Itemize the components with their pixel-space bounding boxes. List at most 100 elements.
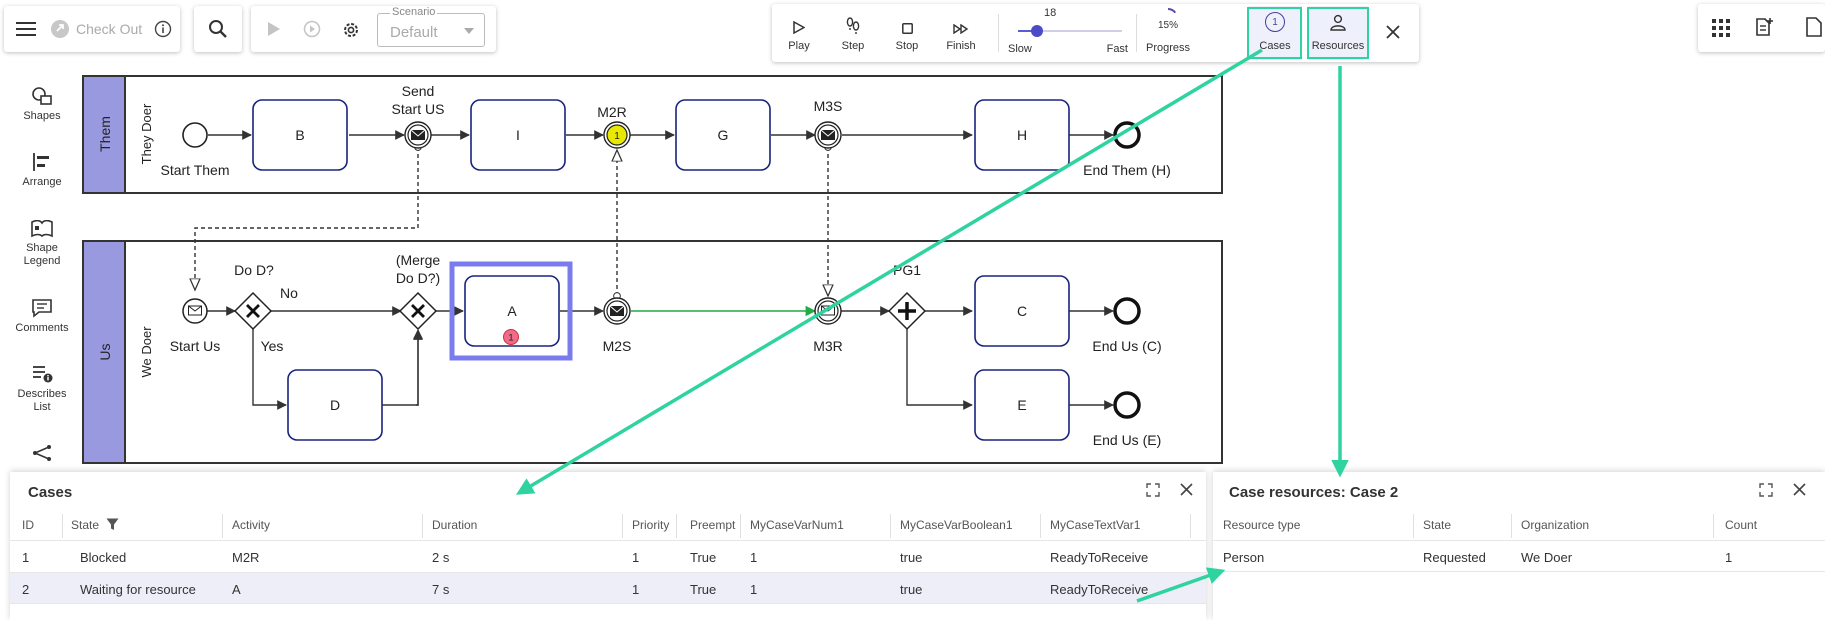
cases-label: Cases: [1259, 40, 1291, 52]
resource-row[interactable]: Person Requested We Doer 1: [1213, 540, 1825, 572]
play-icon: [793, 21, 805, 34]
resources-maximize-button[interactable]: [1759, 483, 1773, 500]
resources-col-count[interactable]: Count: [1725, 518, 1758, 532]
resource-count: 1: [1725, 550, 1733, 565]
case-textvar1: ReadyToReceive: [1050, 550, 1149, 565]
toolbar-divider: [1136, 14, 1137, 52]
sidebar-arrange[interactable]: Arrange: [0, 152, 84, 189]
cases-maximize-button[interactable]: [1146, 483, 1160, 500]
case-textvar1: ReadyToReceive: [1050, 582, 1149, 597]
apps-button[interactable]: [1712, 19, 1730, 40]
speed-slider-thumb[interactable]: [1030, 25, 1043, 37]
case-row-selected[interactable]: 2 Waiting for resource A 7 s 1 True 1 tr…: [10, 572, 1206, 604]
hamburger-icon: [16, 22, 36, 36]
case-row[interactable]: 1 Blocked M2R 2 s 1 True 1 true ReadyToR…: [10, 540, 1206, 572]
cases-col-preempt[interactable]: Preempt: [690, 518, 736, 532]
task-a-badge: 1: [508, 333, 513, 344]
close-playback-button[interactable]: [1386, 25, 1400, 42]
resources-col-organization[interactable]: Organization: [1521, 518, 1590, 532]
close-icon: [1180, 483, 1193, 496]
task-c[interactable]: C: [974, 275, 1070, 347]
info-button[interactable]: [154, 20, 172, 41]
checkout-label: Check Out: [76, 21, 143, 37]
start-event-us[interactable]: Start Us: [170, 298, 221, 354]
task-b[interactable]: B: [252, 99, 348, 171]
column-divider: [740, 514, 741, 538]
cases-col-state[interactable]: State: [71, 518, 100, 532]
case-preempt: True: [690, 550, 717, 565]
scenario-legend: Scenario: [390, 6, 438, 18]
sidebar-arrange-label: Arrange: [22, 176, 62, 188]
gateway-do-d[interactable]: Do D? No Yes: [233, 262, 298, 354]
search-button[interactable]: [208, 19, 228, 42]
gateway-merge[interactable]: (Merge Do D?): [396, 252, 441, 331]
scenario-select[interactable]: Scenario Default: [377, 6, 485, 47]
add-note-button[interactable]: [1754, 17, 1774, 40]
play-icon: [268, 22, 280, 36]
cases-col-id[interactable]: ID: [22, 518, 34, 532]
cases-close-button[interactable]: [1180, 483, 1193, 499]
start-us-label: Start Us: [170, 338, 221, 354]
cases-panel-title: Cases: [28, 484, 73, 501]
task-i[interactable]: I: [470, 99, 566, 171]
column-divider: [1511, 514, 1512, 538]
resources-close-button[interactable]: [1793, 483, 1806, 499]
end-us-e-label: End Us (E): [1093, 432, 1161, 448]
resources-col-state[interactable]: State: [1423, 518, 1452, 532]
m2r-label: M2R: [597, 104, 627, 120]
sidebar-shapes[interactable]: Shapes: [0, 86, 84, 123]
column-divider: [1190, 514, 1191, 538]
column-divider: [1040, 514, 1041, 538]
cases-col-duration[interactable]: Duration: [432, 518, 478, 532]
sidebar-comments[interactable]: Comments: [0, 298, 84, 335]
simulation-toolbar: Scenario Default: [251, 6, 496, 52]
task-g[interactable]: G: [675, 99, 771, 171]
task-h[interactable]: H: [974, 99, 1070, 171]
case-activity: M2R: [232, 550, 260, 565]
task-e[interactable]: E: [974, 369, 1070, 441]
cases-col-casetextvar1[interactable]: MyCaseTextVar1: [1050, 518, 1141, 532]
case-id: 1: [22, 550, 30, 565]
sidebar-describes-list[interactable]: Describes List: [0, 364, 84, 414]
send-start-us-event[interactable]: Send Start US: [392, 83, 445, 149]
merge-line1: (Merge: [396, 252, 441, 268]
shapes-icon: [32, 87, 52, 105]
send-start-us-line2: Start US: [392, 101, 445, 117]
filter-icon[interactable]: [106, 518, 119, 531]
start-event-them[interactable]: Start Them: [161, 122, 230, 178]
cases-col-priority[interactable]: Priority: [632, 518, 670, 532]
task-d[interactable]: D: [287, 369, 383, 441]
step-circle-icon: [303, 20, 321, 38]
checkout-button[interactable]: Check Out: [50, 18, 142, 40]
document-button[interactable]: [1806, 17, 1822, 40]
sidebar-legend-line1: Shape: [26, 242, 58, 254]
progress-ring-icon: [1167, 8, 1177, 14]
cases-col-activity[interactable]: Activity: [232, 518, 271, 532]
column-divider: [1713, 514, 1714, 538]
view-toolbar: [1698, 4, 1825, 52]
cases-col-casevarnum1[interactable]: MyCaseVarNum1: [750, 518, 844, 532]
sidebar-flow[interactable]: [0, 444, 84, 466]
case-priority: 1: [632, 550, 640, 565]
fast-forward-icon: [953, 24, 969, 34]
chevron-down-icon: [464, 28, 474, 34]
pool-us-label: Us: [97, 343, 113, 360]
resources-col-type[interactable]: Resource type: [1223, 518, 1301, 532]
cases-col-casevarboolean1[interactable]: MyCaseVarBoolean1: [900, 518, 1013, 532]
send-start-us-line1: Send: [402, 83, 435, 99]
task-a[interactable]: A 1: [449, 261, 573, 361]
menu-button[interactable]: [14, 17, 38, 41]
run-step-button[interactable]: [303, 20, 321, 41]
run-button[interactable]: [267, 21, 281, 40]
resources-button[interactable]: Resources: [1308, 6, 1368, 60]
case-activity: A: [232, 582, 241, 597]
comment-icon: [32, 299, 52, 318]
sidebar-shape-legend[interactable]: Shape Legend: [0, 220, 84, 268]
resource-type: Person: [1223, 550, 1265, 565]
expand-icon: [1146, 483, 1160, 497]
simulation-settings-button[interactable]: [341, 20, 361, 43]
column-divider: [422, 514, 423, 538]
task-c-label: C: [1017, 303, 1027, 319]
envelope-icon: [609, 305, 625, 316]
flow-d-to-merge: [382, 330, 423, 406]
